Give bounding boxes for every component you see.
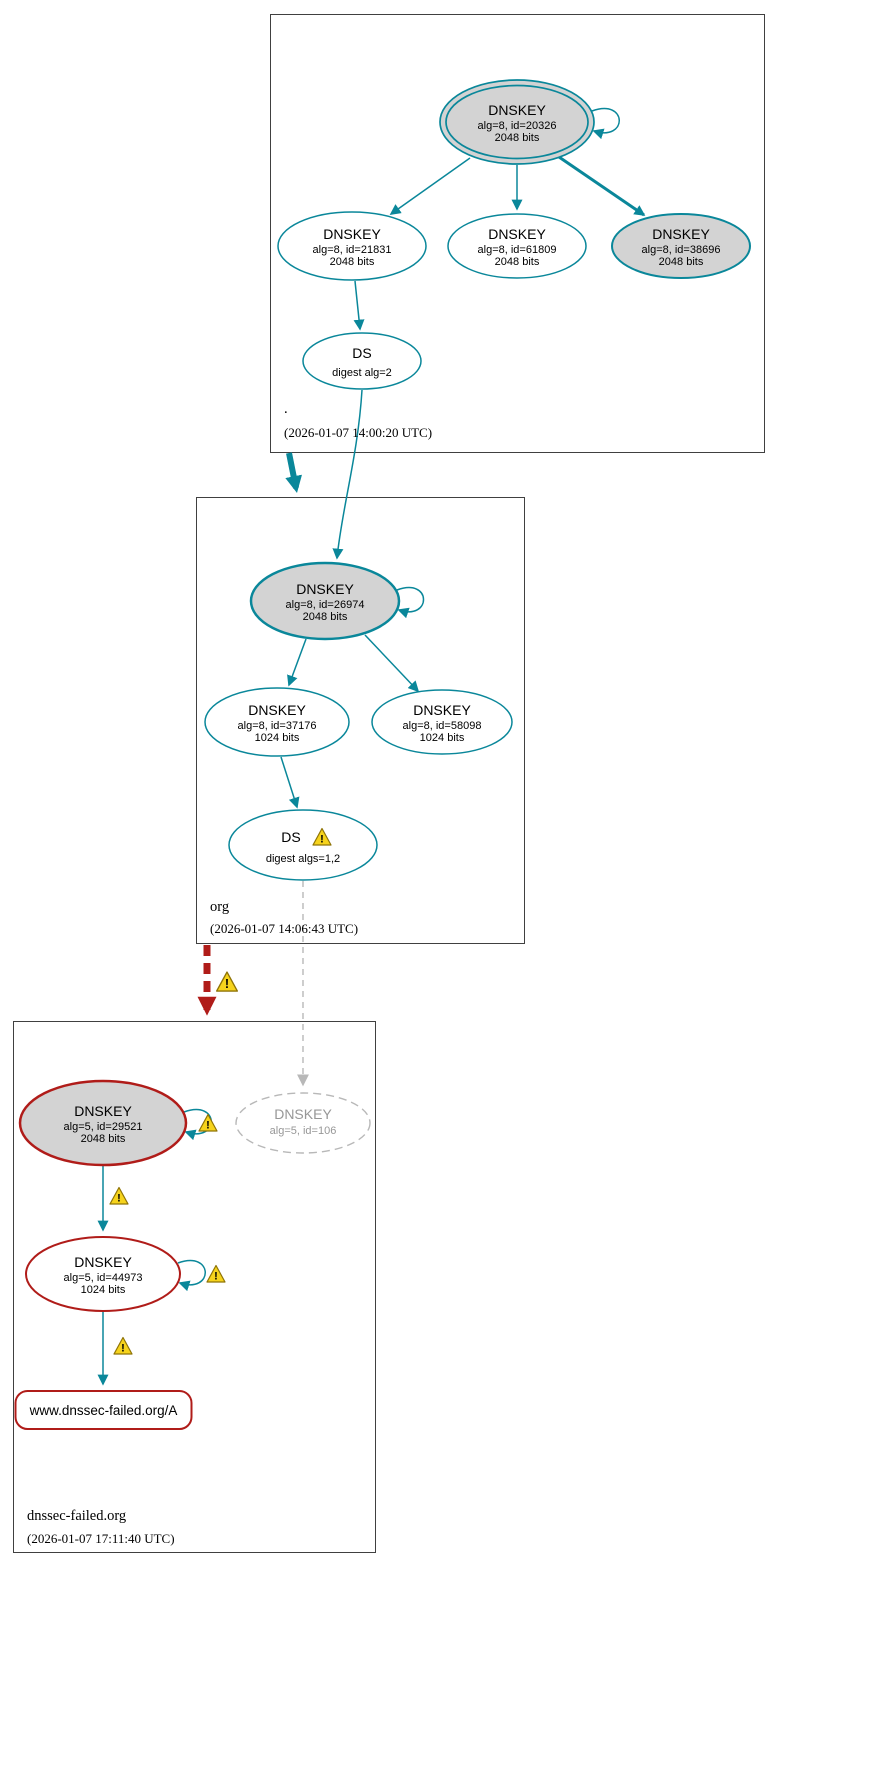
rrsig-edge-26974-58098	[364, 634, 420, 693]
dnskey-20326-outer-ellipse	[439, 79, 595, 165]
dnskey-58098-label: DNSKEY	[413, 702, 471, 718]
ds-root-ellipse	[302, 332, 422, 390]
dnskey-node-38696: DNSKEY alg=8, id=38696 2048 bits	[611, 213, 751, 279]
zone-timestamp-dnssec-failed: (2026-01-07 17:11:40 UTC)	[27, 1531, 175, 1546]
rrsig-selfloop-20326	[591, 108, 620, 140]
dnskey-106-label: DNSKEY	[274, 1106, 332, 1122]
ds-root-detail: digest alg=2	[332, 367, 392, 379]
dnskey-21831-label: DNSKEY	[323, 226, 381, 242]
dnskey-38696-detail2: 2048 bits	[659, 256, 704, 268]
dnskey-29521-ellipse	[18, 1079, 188, 1167]
dnskey-58098-detail2: 1024 bits	[420, 732, 465, 744]
dnskey-58098-ellipse	[371, 689, 513, 755]
ds-root-label: DS	[352, 345, 371, 361]
dnskey-61809-ellipse	[447, 213, 587, 279]
rrset-node-www-dnssec-failed-org-a: www.dnssec-failed.org/A	[14, 1390, 193, 1430]
zone-label-dnssec-failed: dnssec-failed.org	[27, 1508, 126, 1524]
dnskey-21831-ellipse	[277, 211, 427, 281]
ds-edge-root-to-org-ksk	[332, 389, 363, 560]
dnskey-26974-ellipse	[249, 561, 401, 641]
rrsig-edge-20326-38696	[558, 155, 646, 217]
dnskey-20326-label: DNSKEY	[488, 102, 546, 118]
rrsig-edge-21831-ds	[353, 280, 365, 331]
dnskey-44973-ellipse	[25, 1236, 181, 1312]
dnskey-20326-inner-ellipse	[445, 84, 589, 160]
dnskey-37176-detail1: alg=8, id=37176	[238, 720, 317, 732]
dnskey-58098-detail1: alg=8, id=58098	[403, 720, 482, 732]
zone-box-dnssec-failed	[13, 1021, 376, 1553]
dnskey-20326-detail1: alg=8, id=20326	[478, 120, 557, 132]
zone-box-org	[196, 497, 525, 944]
dnskey-node-20326: DNSKEY alg=8, id=20326 2048 bits	[439, 79, 595, 165]
dnskey-26974-label: DNSKEY	[296, 581, 354, 597]
warning-icon	[109, 1186, 129, 1206]
dnskey-61809-detail1: alg=8, id=61809	[478, 244, 557, 256]
dnskey-node-21831: DNSKEY alg=8, id=21831 2048 bits	[277, 211, 427, 281]
dnskey-29521-label: DNSKEY	[74, 1103, 132, 1119]
dnskey-38696-ellipse	[611, 213, 751, 279]
rrset-label: www.dnssec-failed.org/A	[29, 1403, 178, 1418]
dnskey-106-detail1: alg=5, id=106	[270, 1125, 337, 1137]
zone-label-root: .	[284, 401, 288, 417]
ds-org-label: DS	[281, 829, 300, 845]
dnskey-21831-detail1: alg=8, id=21831	[313, 244, 392, 256]
dnskey-37176-label: DNSKEY	[248, 702, 306, 718]
dnskey-20326-detail2: 2048 bits	[495, 132, 540, 144]
zone-label-org: org	[210, 899, 229, 915]
dnskey-node-106-missing: DNSKEY alg=5, id=106	[235, 1092, 371, 1154]
rrsig-selfloop-26974	[396, 587, 425, 619]
dnskey-node-44973: DNSKEY alg=5, id=44973 1024 bits	[25, 1236, 181, 1312]
dnskey-44973-label: DNSKEY	[74, 1254, 132, 1270]
delegation-arrow-root-org	[285, 452, 303, 494]
dnskey-node-58098: DNSKEY alg=8, id=58098 1024 bits	[371, 689, 513, 755]
dnskey-21831-detail2: 2048 bits	[330, 256, 375, 268]
ds-node-org: DS digest algs=1,2	[228, 809, 378, 881]
dnskey-29521-detail1: alg=5, id=29521	[64, 1121, 143, 1133]
rrsig-edge-26974-37176	[287, 638, 307, 687]
rrsig-edge-20326-21831	[389, 157, 471, 215]
dnskey-61809-detail2: 2048 bits	[495, 256, 540, 268]
dnskey-44973-detail1: alg=5, id=44973	[64, 1272, 143, 1284]
dnskey-node-26974: DNSKEY alg=8, id=26974 2048 bits	[249, 561, 401, 641]
dnskey-106-ellipse	[235, 1092, 371, 1154]
dnskey-26974-detail2: 2048 bits	[303, 611, 348, 623]
dnskey-37176-ellipse	[204, 687, 350, 757]
ds-org-detail: digest algs=1,2	[266, 853, 340, 865]
dnskey-38696-label: DNSKEY	[652, 226, 710, 242]
dnskey-29521-detail2: 2048 bits	[81, 1133, 126, 1145]
zone-timestamp-root: (2026-01-07 14:00:20 UTC)	[284, 425, 432, 440]
zone-box-root	[270, 14, 765, 453]
warning-icon	[206, 1264, 226, 1284]
dnskey-node-29521: DNSKEY alg=5, id=29521 2048 bits	[18, 1079, 188, 1167]
warning-icon	[113, 1336, 133, 1356]
dnskey-44973-detail2: 1024 bits	[81, 1284, 126, 1296]
dnskey-node-61809: DNSKEY alg=8, id=61809 2048 bits	[447, 213, 587, 279]
rrsig-edge-37176-ds	[280, 756, 300, 809]
dnskey-38696-detail1: alg=8, id=38696	[642, 244, 721, 256]
warning-icon	[198, 1113, 218, 1133]
warning-icon	[215, 971, 239, 992]
ds-org-ellipse	[228, 809, 378, 881]
dnskey-61809-label: DNSKEY	[488, 226, 546, 242]
rrsig-selfloop-44973	[177, 1260, 206, 1292]
rrset-rect	[14, 1390, 193, 1430]
dnskey-26974-detail1: alg=8, id=26974	[286, 599, 365, 611]
zone-timestamp-org: (2026-01-07 14:06:43 UTC)	[210, 921, 358, 936]
dnskey-37176-detail2: 1024 bits	[255, 732, 300, 744]
dnskey-node-37176: DNSKEY alg=8, id=37176 1024 bits	[204, 687, 350, 757]
ds-node-root: DS digest alg=2	[302, 332, 422, 390]
